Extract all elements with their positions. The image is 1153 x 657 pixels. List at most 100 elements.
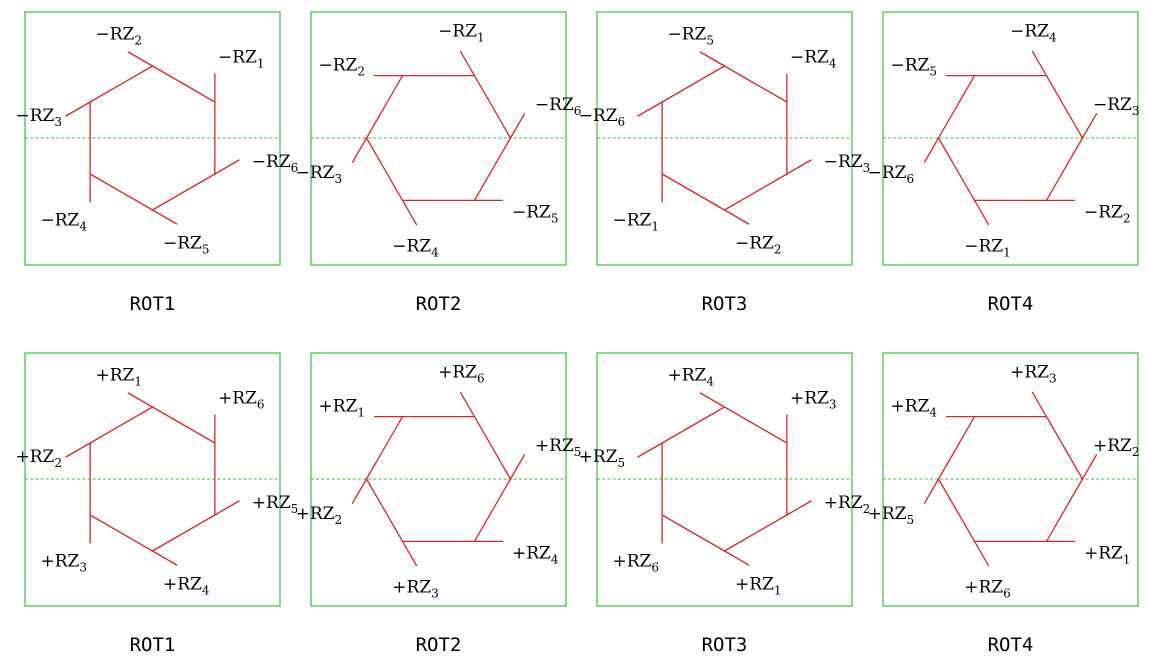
zone-label: −RZ6 xyxy=(252,152,299,175)
hexagon-stub xyxy=(637,101,663,117)
zone-label: −RZ4 xyxy=(1010,22,1057,45)
hexagon-edge xyxy=(661,65,726,103)
zone-label: +RZ6 xyxy=(612,551,659,574)
hexagon-stub xyxy=(459,391,476,418)
hexagon-stub xyxy=(65,442,91,458)
hexagon-edge xyxy=(151,514,216,552)
hexagon-edge xyxy=(1045,478,1084,543)
hexagon-edge xyxy=(1045,137,1084,202)
hexagon-stub xyxy=(699,392,726,408)
zone-label: +RZ4 xyxy=(512,544,559,567)
hexagon-edge xyxy=(365,478,404,543)
zone-label: +RZ1 xyxy=(319,396,366,419)
hexagon-edge xyxy=(473,137,512,202)
hexagon-stub xyxy=(1081,454,1098,480)
hexagon-edge xyxy=(365,415,404,480)
hexagon-edge xyxy=(473,74,512,139)
hexagon-stub xyxy=(723,209,750,225)
hexagon-stub xyxy=(923,137,940,163)
panel-caption: ROT2 xyxy=(416,293,462,315)
hexagon-stub xyxy=(1081,113,1098,139)
hexagon-edge xyxy=(661,406,726,444)
panel-caption: ROT3 xyxy=(702,634,748,656)
hexagon-edge xyxy=(937,74,976,139)
panel-caption: ROT1 xyxy=(130,293,176,315)
zone-label: −RZ1 xyxy=(218,48,265,71)
zone-label: −RZ1 xyxy=(964,236,1011,259)
zone-label: +RZ6 xyxy=(218,389,265,412)
hexagon-edge xyxy=(723,65,788,103)
hexagon-edge xyxy=(1045,74,1084,139)
zone-label: +RZ5 xyxy=(579,447,626,470)
zone-label: −RZ2 xyxy=(95,25,142,48)
zone-label: +RZ1 xyxy=(735,574,782,597)
hexagon-edge xyxy=(723,514,788,552)
hexagon-stub xyxy=(401,199,418,226)
hexagon-stub xyxy=(723,550,750,566)
zone-label: −RZ5 xyxy=(163,233,210,256)
hexagon-stub xyxy=(127,51,154,67)
zone-label: −RZ5 xyxy=(667,25,714,48)
zone-label: −RZ3 xyxy=(296,163,343,186)
zone-label: −RZ5 xyxy=(891,55,938,78)
hexagon-stub xyxy=(786,159,812,175)
hexagon-edge xyxy=(89,173,154,211)
panel-caption: ROT3 xyxy=(702,293,748,315)
zone-label: +RZ2 xyxy=(824,493,871,516)
hexagon-stub xyxy=(509,113,526,139)
zone-label: +RZ4 xyxy=(891,396,938,419)
hexagon-stub xyxy=(65,101,91,117)
hexagon-stub xyxy=(973,540,990,567)
zone-label: −RZ5 xyxy=(512,203,559,226)
zone-label: +RZ2 xyxy=(296,504,343,527)
hexagon-stub xyxy=(1031,391,1048,418)
zone-label: −RZ2 xyxy=(735,233,782,256)
zone-label: +RZ4 xyxy=(667,366,714,389)
hexagon-stub xyxy=(214,159,240,175)
hexagon-stub xyxy=(699,51,726,67)
hexagon-edge xyxy=(661,514,726,552)
hexagon-edge xyxy=(937,478,976,543)
panel-caption: ROT4 xyxy=(988,634,1034,656)
zone-label: +RZ5 xyxy=(868,504,915,527)
zone-label: +RZ6 xyxy=(438,363,485,386)
hexagon-stub xyxy=(973,199,990,226)
hexagon-edge xyxy=(89,406,154,444)
hexagon-stub xyxy=(509,454,526,480)
hexagon-stub xyxy=(214,500,240,516)
zone-label: −RZ3 xyxy=(1093,95,1140,118)
hexagon-edge xyxy=(151,173,216,211)
panel-caption: ROT4 xyxy=(988,293,1034,315)
zone-label: +RZ2 xyxy=(15,447,62,470)
hexagon-stub xyxy=(1031,50,1048,77)
hexagon-edge xyxy=(89,514,154,552)
hexagon-stub xyxy=(151,209,178,225)
zone-label: −RZ4 xyxy=(790,48,837,71)
hexagon-stub xyxy=(401,540,418,567)
zone-label: −RZ2 xyxy=(319,55,366,78)
zone-label: +RZ1 xyxy=(95,366,142,389)
zone-label: −RZ1 xyxy=(612,210,659,233)
zone-label: −RZ4 xyxy=(392,236,439,259)
zone-label: +RZ6 xyxy=(964,577,1011,600)
hexagon-edge xyxy=(365,137,404,202)
hexagon-edge xyxy=(151,406,216,444)
hexagon-edge xyxy=(1045,415,1084,480)
hexagon-edge xyxy=(151,65,216,103)
panel-caption: ROT1 xyxy=(130,634,176,656)
zone-label: −RZ6 xyxy=(535,95,582,118)
hexagon-edge xyxy=(365,74,404,139)
hexagon-stub xyxy=(351,137,368,163)
zone-label: +RZ4 xyxy=(163,574,210,597)
hexagon-edge xyxy=(473,478,512,543)
hexagon-stub xyxy=(637,442,663,458)
zone-label: +RZ3 xyxy=(1010,363,1057,386)
